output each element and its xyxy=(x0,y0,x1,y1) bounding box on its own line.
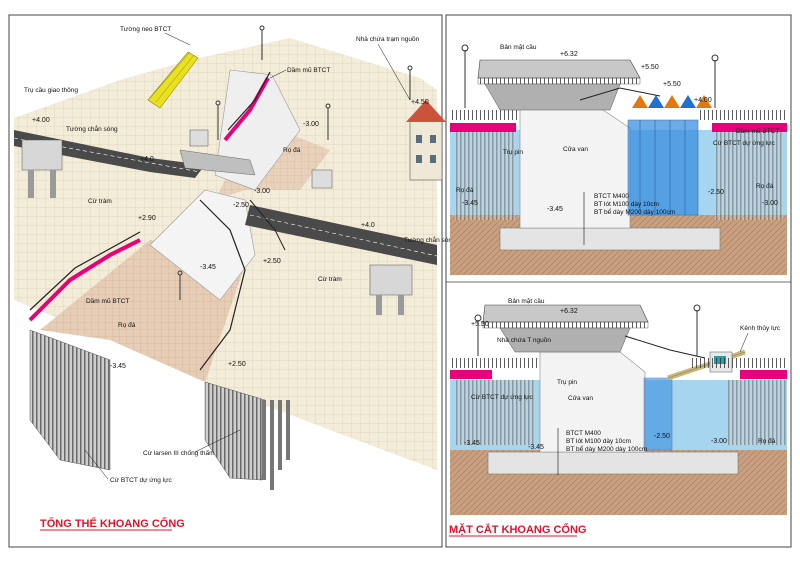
section-top-labels: Bản mặt cầu +6.32 +5.50 +5.50 +4.00 Dầm … xyxy=(456,42,779,216)
label-dam-mu-1: Dầm mũ BTCT xyxy=(287,65,330,74)
bottom-label-cu-btct: Cừ BTCT dự ứng lực xyxy=(471,394,533,401)
top-label-bt1: BTCT M400 xyxy=(594,193,629,200)
top-label-bt2: BT lót M100 dày 10cm xyxy=(594,201,659,208)
label-cu-tram-1: Cừ tràm xyxy=(88,198,112,205)
left-labels: Tường neo BTCT Trụ cầu giao thông Tường … xyxy=(24,26,456,531)
elev-e3: +2.90 xyxy=(138,215,156,222)
label-tuong-chan-song-2: Tường chắn sóng xyxy=(404,235,456,244)
section-bottom-labels: Bản mặt cầu +6.32 +5.50 Nhà chứa T nguồn… xyxy=(449,296,781,537)
bottom-elev-250: -2.50 xyxy=(654,433,670,440)
section-top xyxy=(450,44,787,275)
bottom-label-tru-pin: Trụ pin xyxy=(557,379,577,386)
top-elev-345b: -3.45 xyxy=(547,206,563,213)
bottom-elev-632: +6.32 xyxy=(560,308,578,315)
elev-e9: -3.45 xyxy=(200,264,216,271)
elev-e2: +4.0 xyxy=(140,156,154,163)
bottom-elev-550: +5.50 xyxy=(471,321,489,328)
bottom-label-bt3: BT bể dày M200 dày 100cm xyxy=(566,445,647,453)
label-tuong-neo: Tường neo BTCT xyxy=(120,26,171,33)
left-title: TỔNG THỂ KHOANG CỐNG xyxy=(40,516,185,530)
elev-e8: +2.50 xyxy=(263,258,281,265)
elev-e7: +4.0 xyxy=(361,222,375,229)
label-cu-btct: Cừ BTCT dự ứng lực xyxy=(110,477,172,484)
elev-e1: +4.00 xyxy=(32,117,50,124)
top-label-cua-van: Cửa van xyxy=(563,145,588,153)
top-label-ban-mat-cau: Bản mặt cầu xyxy=(500,42,537,51)
bottom-label-bt2: BT lót M100 dày 10cm xyxy=(566,438,631,445)
label-tru-cau: Trụ cầu giao thông xyxy=(24,85,78,94)
top-elev-250: -2.50 xyxy=(708,189,724,196)
elev-e12: +4.50 xyxy=(411,99,429,106)
top-elev-400: +4.00 xyxy=(694,97,712,104)
bottom-label-kenh: Kênh thủy lực xyxy=(740,324,781,332)
top-label-tru-pin: Trụ pin xyxy=(503,149,523,156)
bottom-elev-345b: -3.45 xyxy=(528,444,544,451)
left-overview xyxy=(13,25,446,490)
label-dam-mu-2: Dầm mũ BTCT xyxy=(86,296,129,305)
label-ro-da-1: Rọ đá xyxy=(283,147,301,154)
label-nha-chua: Nhà chứa trạm nguồn xyxy=(356,34,420,43)
bottom-label-cua-van: Cửa van xyxy=(568,394,593,402)
label-cu-tram-2: Cừ tràm xyxy=(318,276,342,283)
top-label-ro-da-r: Rọ đá xyxy=(756,183,774,190)
bottom-label-nha-chua: Nhà chứa T nguồn xyxy=(497,335,551,344)
top-elev-632: +6.32 xyxy=(560,51,578,58)
elev-e5: -3.00 xyxy=(254,188,270,195)
elev-e6: -2.50 xyxy=(233,202,249,209)
top-elev-345a: -3.45 xyxy=(462,200,478,207)
label-tuong-chan-song-1: Tường chắn sóng xyxy=(66,124,118,133)
bottom-label-ro-da: Rọ đá xyxy=(758,438,776,445)
right-title: MẶT CẮT KHOANG CỐNG xyxy=(449,522,587,536)
top-label-bt3: BT bể dày M200 dày 100cm xyxy=(594,208,675,216)
elev-e4: -3.00 xyxy=(303,121,319,128)
elev-e10: -3.45 xyxy=(110,363,126,370)
label-ro-da-2: Rọ đá xyxy=(118,322,136,329)
top-elev-300: -3.00 xyxy=(762,200,778,207)
top-label-ro-da-l: Rọ đá xyxy=(456,187,474,194)
top-elev-550b: +5.50 xyxy=(663,81,681,88)
bottom-elev-345a: -3.45 xyxy=(464,440,480,447)
bottom-label-bt1: BTCT M400 xyxy=(566,430,601,437)
section-bottom xyxy=(450,304,787,515)
top-label-dam-mu: Dầm mũ BTCT xyxy=(736,126,779,135)
elev-e11: +2.50 xyxy=(228,361,246,368)
top-label-cu-btct: Cừ BTCT dự ứng lực xyxy=(713,140,775,147)
bottom-label-ban-mat-cau: Bản mặt cầu xyxy=(508,296,545,305)
bottom-elev-300: -3.00 xyxy=(711,438,727,445)
label-cu-larsen: Cừ larsen III chống thấm xyxy=(143,448,215,457)
top-elev-550a: +5.50 xyxy=(641,64,659,71)
